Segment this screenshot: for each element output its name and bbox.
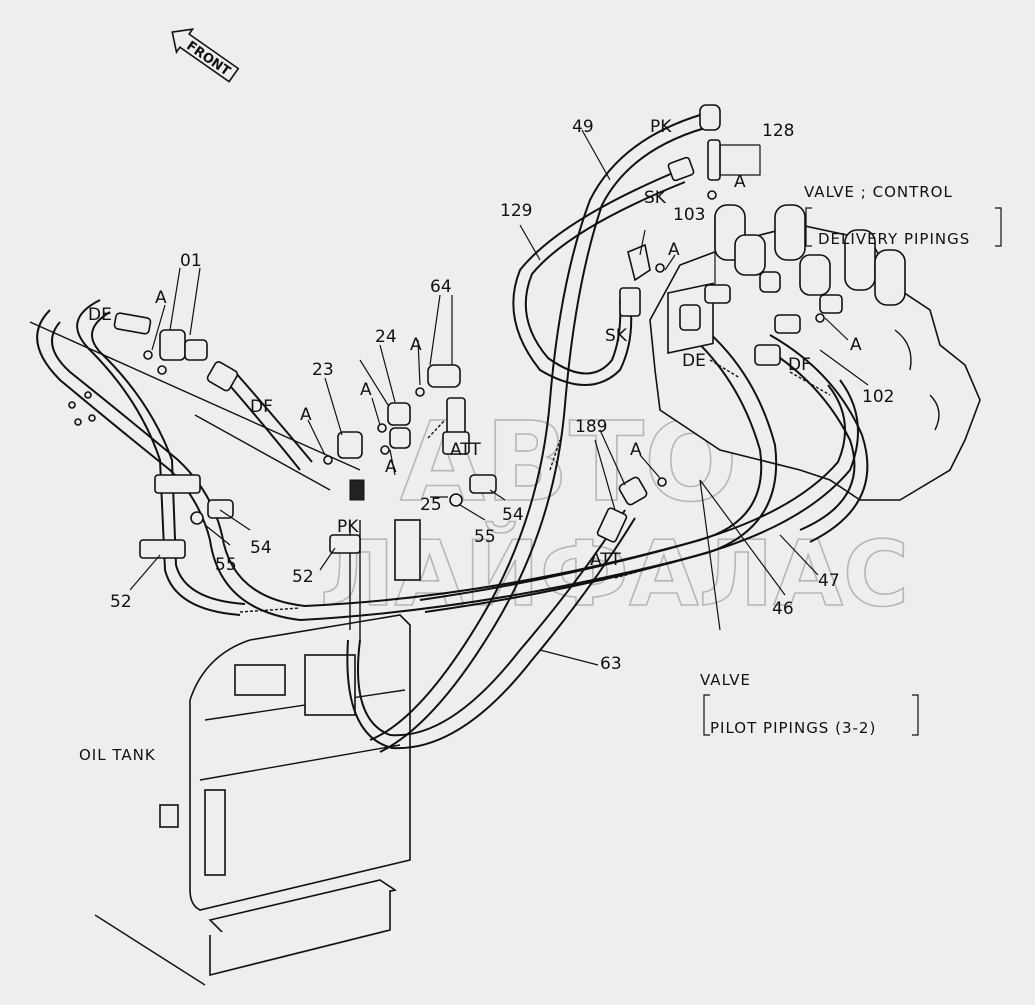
oil-tank	[94, 519, 421, 986]
labels: 01 23 24 25 46 47 49 52 52 54 54 55 55 6…	[79, 117, 970, 764]
part-23-label: 23	[312, 360, 334, 380]
ref-a-label-102: A	[850, 335, 862, 355]
part-47-label: 47	[818, 571, 840, 591]
control-valve-title: VALVE ; CONTROL	[804, 183, 953, 201]
part-25-label: 25	[420, 495, 442, 515]
part-49-label: 49	[572, 117, 594, 137]
port-de-label-left: DE	[88, 305, 112, 325]
fitting-128	[667, 104, 721, 182]
port-att-label-right: ATT	[590, 550, 621, 570]
fitting-24	[387, 402, 411, 449]
ref-a-label-23: A	[300, 405, 312, 425]
fitting-54-55-right	[449, 474, 497, 507]
port-df-label-right: DF	[788, 355, 811, 375]
ref-a-label-01: A	[155, 288, 167, 308]
port-pk-label-tank: PK	[337, 517, 359, 537]
part-24-label: 24	[375, 327, 397, 347]
oil-tank-label: OIL TANK	[79, 746, 156, 764]
fittings	[68, 104, 843, 613]
fitting-103	[619, 243, 781, 317]
part-54-label-right: 54	[502, 505, 524, 525]
fitting-54-55-left	[190, 499, 234, 525]
control-valve-subtitle: DELIVERY PIPINGS	[818, 230, 970, 248]
part-63-label: 63	[600, 654, 622, 674]
front-arrow-icon: FRONT	[171, 28, 240, 83]
ref-a-label-189: A	[630, 440, 642, 460]
part-129-label: 129	[500, 201, 532, 221]
clamp-52	[139, 474, 361, 559]
fitting-102	[679, 294, 843, 366]
port-pk-label-top: PK	[650, 117, 672, 137]
port-df-label-left: DF	[250, 397, 273, 417]
part-189-label: 189	[575, 417, 607, 437]
ref-a-label-25: A	[385, 457, 397, 477]
part-55-label-right: 55	[474, 527, 496, 547]
part-103-label: 103	[673, 205, 705, 225]
control-valve-body	[649, 204, 981, 501]
part-46-label: 46	[772, 599, 794, 619]
part-52-label-right: 52	[292, 567, 314, 587]
ref-a-label-64: A	[410, 335, 422, 355]
pilot-valve-subtitle: PILOT PIPINGS (3-2)	[710, 719, 876, 737]
ref-a-label-128: A	[734, 172, 746, 192]
fitting-64	[427, 364, 470, 455]
port-sk-label-mid: SK	[605, 326, 628, 346]
part-52-label-left: 52	[110, 592, 132, 612]
part-01-label: 01	[180, 251, 202, 271]
port-att-label-left: ATT	[450, 440, 481, 460]
leader-lines	[29, 129, 1002, 736]
ref-a-label-103: A	[668, 240, 680, 260]
fitting-01	[113, 312, 239, 392]
part-64-label: 64	[430, 277, 452, 297]
port-de-label-right: DE	[682, 351, 706, 371]
part-128-label: 128	[762, 121, 794, 141]
part-54-label-left: 54	[250, 538, 272, 558]
fitting-23	[337, 431, 365, 501]
pilot-valve-title: VALVE	[700, 671, 751, 689]
part-102-label: 102	[862, 387, 894, 407]
o-rings	[68, 190, 825, 487]
hose-bundle	[36, 114, 869, 753]
part-55-label-left: 55	[215, 555, 237, 575]
ref-a-label-24: A	[360, 380, 372, 400]
port-sk-label-top: SK	[644, 188, 667, 208]
